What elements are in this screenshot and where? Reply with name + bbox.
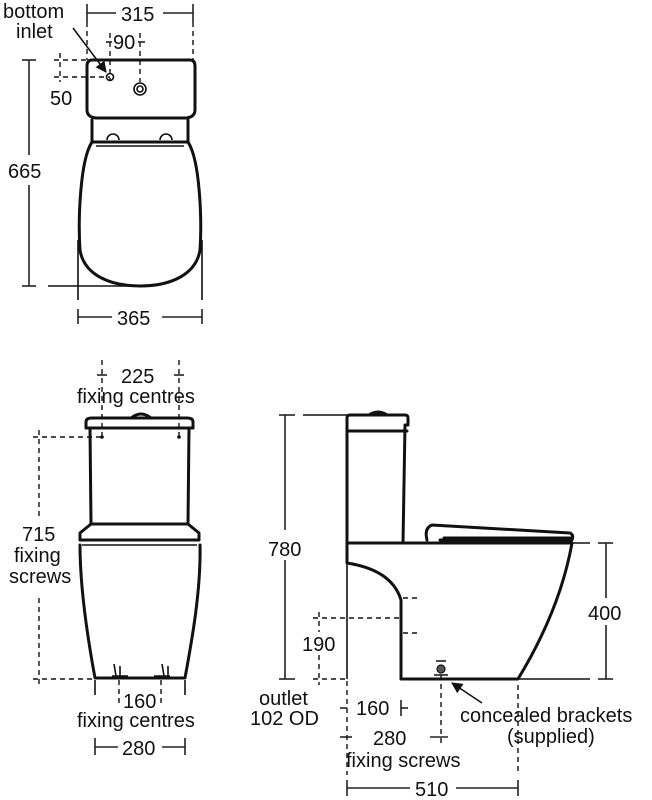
flush-button-icon — [367, 410, 389, 417]
side-view: 780 400 190 outlet 102 OD 160 280 fixing… — [250, 410, 632, 800]
screws-caption: fixing screws — [346, 750, 460, 772]
bracket-left-icon — [112, 663, 128, 677]
outlet-label-1: outlet — [259, 688, 308, 710]
bracket-right-icon — [154, 663, 170, 677]
dim-inlet-offset-y: 50 — [50, 88, 72, 110]
cistern-side-outline — [345, 413, 410, 545]
concealed-bracket-icon — [436, 664, 446, 674]
bottom-inlet-label-2: inlet — [16, 21, 53, 43]
bowl-top-outline — [77, 140, 203, 288]
top-fixing-caption: fixing centres — [77, 386, 195, 408]
seat-front-outline — [78, 522, 201, 542]
pan-side-outline — [345, 541, 574, 681]
seat-side-outline — [424, 523, 575, 542]
outlet-label-2: 102 OD — [250, 708, 319, 730]
dim-outlet-height: 190 — [302, 634, 335, 656]
dim-inlet-offset-x: 90 — [113, 32, 135, 54]
top-view: 315 90 50 bottom inlet 665 365 — [3, 1, 203, 330]
dim-screw-height: 715 — [22, 524, 55, 546]
dim-depth: 665 — [8, 161, 41, 183]
inlet-arrow-icon — [72, 27, 107, 73]
dim-projection: 510 — [415, 779, 448, 800]
brackets-label-2: (supplied) — [507, 726, 595, 748]
hinge-right-icon — [159, 133, 173, 141]
front-view: 225 fixing centres 715 fixing screws 160… — [9, 360, 202, 760]
dim-seat-height: 400 — [588, 603, 621, 625]
bottom-fixing-caption: fixing centres — [77, 710, 195, 732]
bottom-inlet-label-1: bottom — [3, 1, 64, 23]
pan-front-outline — [78, 543, 202, 680]
dim-width-top: 315 — [121, 4, 154, 26]
dim-base-width: 280 — [122, 738, 155, 760]
screw-height-caption-1: fixing — [14, 545, 61, 567]
brackets-label-1: concealed brackets — [460, 705, 632, 727]
dim-top-fixing: 225 — [121, 366, 154, 388]
flush-button-icon — [133, 82, 147, 96]
cistern-top-outline — [85, 58, 197, 120]
dim-width-bottom: 365 — [117, 308, 150, 330]
hinge-left-icon — [106, 133, 120, 141]
dim-outlet-offset: 160 — [356, 698, 389, 720]
dim-overall-height: 780 — [268, 539, 301, 561]
brackets-arrow-icon — [451, 682, 483, 704]
dim-screws-offset: 280 — [373, 728, 406, 750]
screw-height-caption-2: screws — [9, 566, 71, 588]
flush-button-icon — [129, 412, 153, 420]
dim-bottom-fixing: 160 — [123, 691, 156, 713]
